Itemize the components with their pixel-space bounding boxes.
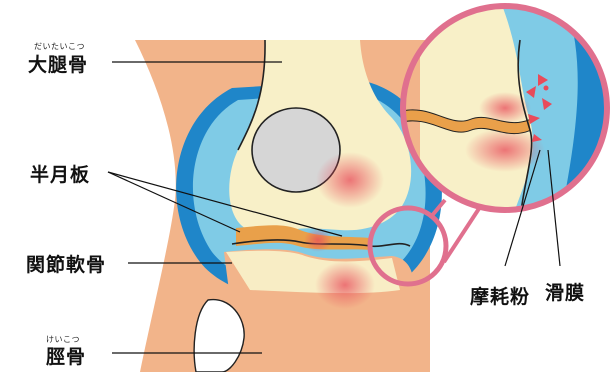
tibia-label: 脛骨 xyxy=(46,342,86,369)
synovium-label: 滑膜 xyxy=(545,278,585,305)
meniscus-label: 半月板 xyxy=(30,160,90,187)
inflammation-glow xyxy=(316,152,384,208)
wear-particles-label: 摩耗粉 xyxy=(470,282,530,309)
inflammation-glow xyxy=(315,261,375,309)
cartilage-label: 関節軟骨 xyxy=(26,250,106,277)
magnifier-connector xyxy=(444,204,482,262)
femur-label: 大腿骨 xyxy=(28,50,88,77)
